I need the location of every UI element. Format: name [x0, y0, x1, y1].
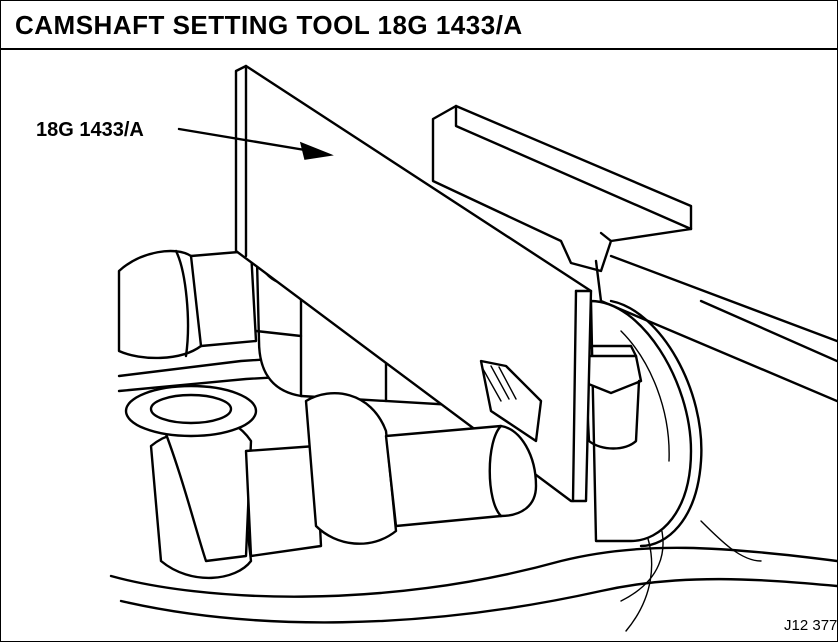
left-camshaft-section	[117, 249, 258, 360]
reference-code: J12 377	[784, 617, 838, 634]
title-bar: CAMSHAFT SETTING TOOL 18G 1433/A	[1, 1, 837, 50]
callout-arrow	[177, 127, 334, 160]
callout-label: 18G 1433/A	[36, 119, 144, 141]
page-title: CAMSHAFT SETTING TOOL 18G 1433/A	[15, 10, 523, 40]
front-camshaft	[149, 359, 543, 580]
oil-gallery-opening	[124, 384, 258, 438]
rear-bracket	[431, 104, 837, 403]
